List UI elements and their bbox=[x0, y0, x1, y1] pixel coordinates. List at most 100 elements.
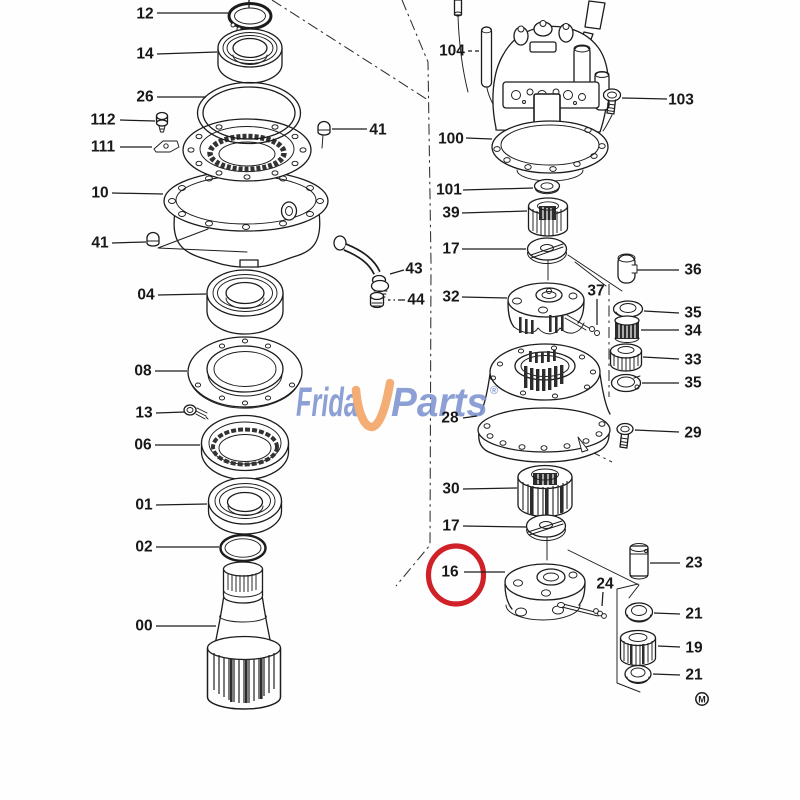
watermark-text-frida: Frida bbox=[296, 379, 358, 425]
part-label-29: 29 bbox=[684, 425, 702, 442]
leader-line-21 bbox=[652, 673, 681, 676]
part-04-bearing bbox=[206, 269, 284, 335]
part-label-43: 43 bbox=[405, 261, 423, 278]
part-26-o-ring bbox=[196, 81, 302, 145]
part-label-16: 16 bbox=[441, 564, 459, 581]
part-label-41: 41 bbox=[91, 235, 109, 252]
leader-line-24 bbox=[601, 591, 604, 607]
part-label-02: 02 bbox=[135, 539, 152, 556]
part-label-41: 41 bbox=[369, 122, 387, 139]
part-label-35: 35 bbox=[684, 305, 702, 322]
part-06-seal-ring bbox=[200, 414, 290, 481]
mounting-plates bbox=[567, 549, 641, 693]
leader-line-100 bbox=[465, 137, 493, 140]
part-12-snap-ring bbox=[227, 0, 273, 32]
part-label-01: 01 bbox=[135, 497, 153, 514]
part-label-17: 17 bbox=[442, 518, 459, 535]
part-label-100: 100 bbox=[438, 131, 464, 148]
highlight-circle bbox=[425, 543, 487, 607]
part-112-screw bbox=[155, 111, 169, 133]
part-01-bearing-seal bbox=[207, 477, 283, 535]
part-label-21: 21 bbox=[685, 606, 703, 623]
leader-line-13 bbox=[155, 411, 186, 414]
leader-line-19 bbox=[657, 645, 681, 648]
stamp-letter: M bbox=[698, 695, 706, 705]
part-label-26: 26 bbox=[136, 89, 154, 106]
watermark-swoosh-icon bbox=[351, 378, 395, 432]
part-28-ring-gear-housing bbox=[477, 343, 611, 463]
part-33-gear bbox=[609, 343, 643, 372]
part-111-clip bbox=[153, 140, 180, 153]
part-02-o-ring bbox=[219, 533, 267, 563]
part-label-00: 00 bbox=[135, 618, 152, 635]
part-19-gear bbox=[619, 629, 657, 667]
part-label-23: 23 bbox=[685, 555, 703, 572]
part-103-bolt bbox=[602, 88, 622, 132]
part-label-24: 24 bbox=[596, 576, 614, 593]
part-label-21: 21 bbox=[685, 667, 703, 684]
part-43-elbow-hose bbox=[333, 235, 390, 298]
part-label-104: 104 bbox=[439, 43, 465, 60]
part-41-plug-right bbox=[317, 120, 331, 149]
part-24-spring-pin bbox=[593, 608, 607, 619]
part-44-fitting bbox=[369, 291, 385, 309]
part-100-swing-motor bbox=[491, 0, 610, 182]
leader-line-32 bbox=[461, 296, 508, 299]
leader-line-10 bbox=[111, 192, 164, 195]
part-label-111: 111 bbox=[91, 139, 116, 156]
part-13-screw bbox=[183, 404, 209, 420]
part-36-bushing-tube bbox=[617, 253, 638, 284]
leader-line-04 bbox=[157, 293, 207, 296]
part-label-103: 103 bbox=[668, 92, 694, 109]
part-10-gear-housing bbox=[157, 118, 329, 268]
leader-line-01 bbox=[155, 503, 208, 506]
watermark-registered-mark: ® bbox=[490, 385, 498, 397]
part-104-pin bbox=[453, 0, 499, 114]
part-41-plug-left bbox=[146, 231, 160, 247]
part-label-13: 13 bbox=[135, 405, 153, 422]
part-label-04: 04 bbox=[137, 287, 155, 304]
part-14-bearing bbox=[217, 28, 283, 84]
leader-line-33 bbox=[642, 356, 680, 360]
watermark: Frida Parts ® bbox=[296, 378, 498, 432]
ring-gear-teeth bbox=[524, 350, 564, 391]
leader-line-14 bbox=[156, 51, 218, 55]
part-21-nut-lower bbox=[624, 664, 652, 684]
leader-line-35 bbox=[643, 310, 680, 314]
part-label-32: 32 bbox=[442, 289, 459, 306]
part-101-nut bbox=[533, 178, 561, 195]
part-30-sun-gear bbox=[517, 464, 573, 518]
leader-line-41 bbox=[111, 241, 147, 244]
part-label-17: 17 bbox=[442, 241, 459, 258]
part-label-35: 35 bbox=[684, 375, 702, 392]
part-label-28: 28 bbox=[441, 410, 459, 427]
part-34-needle-bearing bbox=[614, 315, 640, 343]
part-label-14: 14 bbox=[136, 46, 154, 63]
leader-line-28 bbox=[462, 415, 478, 419]
part-21-nut-upper bbox=[624, 602, 654, 623]
part-35-retainer-lower bbox=[610, 373, 642, 393]
part-23-pin bbox=[629, 543, 649, 580]
part-label-44: 44 bbox=[407, 292, 425, 309]
part-label-10: 10 bbox=[91, 185, 108, 202]
part-label-30: 30 bbox=[442, 481, 459, 498]
part-label-101: 101 bbox=[436, 182, 462, 199]
part-16-planet-carrier bbox=[504, 563, 607, 621]
part-29-bolt bbox=[616, 422, 634, 449]
part-08-cover-plate bbox=[187, 336, 303, 409]
part-label-112: 112 bbox=[90, 112, 115, 129]
watermark-text-parts: Parts bbox=[391, 379, 488, 425]
part-label-39: 39 bbox=[442, 205, 460, 222]
part-label-12: 12 bbox=[136, 6, 153, 23]
part-label-08: 08 bbox=[134, 363, 152, 380]
stack-construction-lines bbox=[567, 254, 623, 292]
part-label-33: 33 bbox=[684, 352, 702, 369]
part-39-needle-gear bbox=[527, 197, 569, 237]
leader-line-17 bbox=[462, 525, 527, 528]
part-35-retainer-upper bbox=[612, 300, 644, 318]
part-00-shaft bbox=[206, 561, 282, 710]
leader-line-29 bbox=[634, 429, 680, 433]
part-17-washer-lower bbox=[525, 514, 567, 561]
